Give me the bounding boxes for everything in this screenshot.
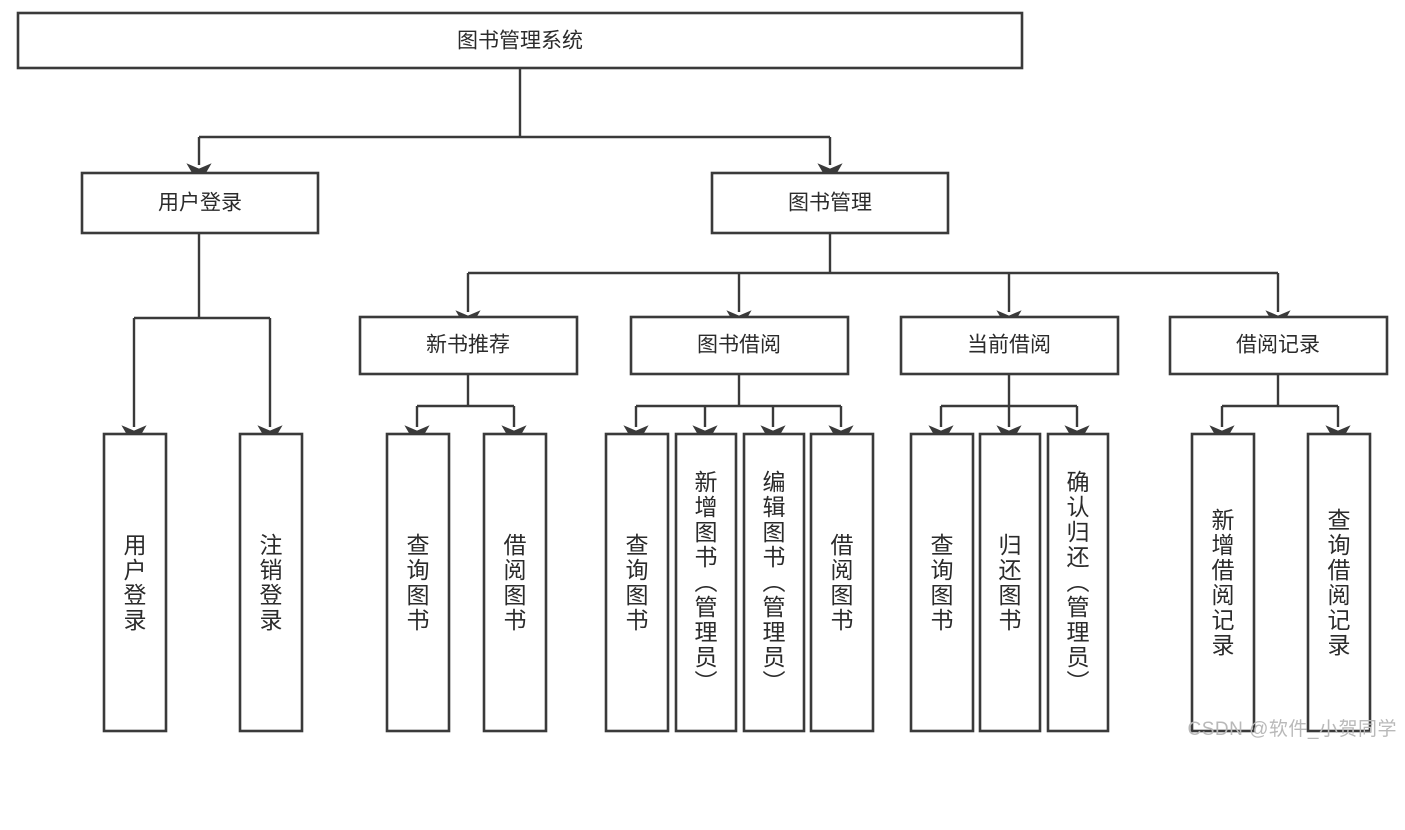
- node-borrow-box[interactable]: [629, 315, 850, 376]
- node-newbook-label: 新书推荐: [426, 334, 510, 357]
- node-leaf10-box[interactable]: [978, 432, 1042, 733]
- system-hierarchy-diagram: 图书管理系统 用户登录 图书管理 新书推荐 图书借阅 当前借阅 借阅记录: [16, 11, 1389, 733]
- node-leaf7-box[interactable]: [742, 432, 806, 733]
- node-root-box[interactable]: [16, 11, 1024, 70]
- node-bookmgmt-box[interactable]: [710, 171, 950, 235]
- node-leaf12-box[interactable]: [1190, 432, 1256, 733]
- node-root-label: 图书管理系统: [457, 30, 583, 53]
- node-current[interactable]: 当前借阅: [899, 315, 1120, 376]
- node-borrow-label: 图书借阅: [697, 334, 781, 357]
- node-newbook-box[interactable]: [358, 315, 579, 376]
- node-bookmgmt-label: 图书管理: [788, 192, 872, 215]
- node-login[interactable]: 用户登录: [80, 171, 320, 235]
- node-leaf13-box[interactable]: [1306, 432, 1372, 733]
- node-records[interactable]: 借阅记录: [1168, 315, 1389, 376]
- node-leaf1-box[interactable]: [102, 432, 168, 733]
- node-leaf5-box[interactable]: [604, 432, 670, 733]
- node-leaf8-box[interactable]: [809, 432, 875, 733]
- node-leaf3-box[interactable]: [385, 432, 451, 733]
- node-records-label: 借阅记录: [1236, 334, 1320, 357]
- node-leaf2-box[interactable]: [238, 432, 304, 733]
- node-login-label: 用户登录: [158, 192, 242, 215]
- node-records-box[interactable]: [1168, 315, 1389, 376]
- node-root[interactable]: 图书管理系统: [16, 11, 1024, 70]
- connector-layer: [121, 68, 1351, 447]
- node-login-box[interactable]: [80, 171, 320, 235]
- node-leaf11-box[interactable]: [1046, 432, 1110, 733]
- leaf-box-layer: [102, 432, 1372, 733]
- node-newbook[interactable]: 新书推荐: [358, 315, 579, 376]
- node-leaf9-box[interactable]: [909, 432, 975, 733]
- node-bookmgmt[interactable]: 图书管理: [710, 171, 950, 235]
- node-current-box[interactable]: [899, 315, 1120, 376]
- node-leaf4-box[interactable]: [482, 432, 548, 733]
- node-borrow[interactable]: 图书借阅: [629, 315, 850, 376]
- node-leaf6-box[interactable]: [674, 432, 738, 733]
- node-current-label: 当前借阅: [967, 334, 1051, 357]
